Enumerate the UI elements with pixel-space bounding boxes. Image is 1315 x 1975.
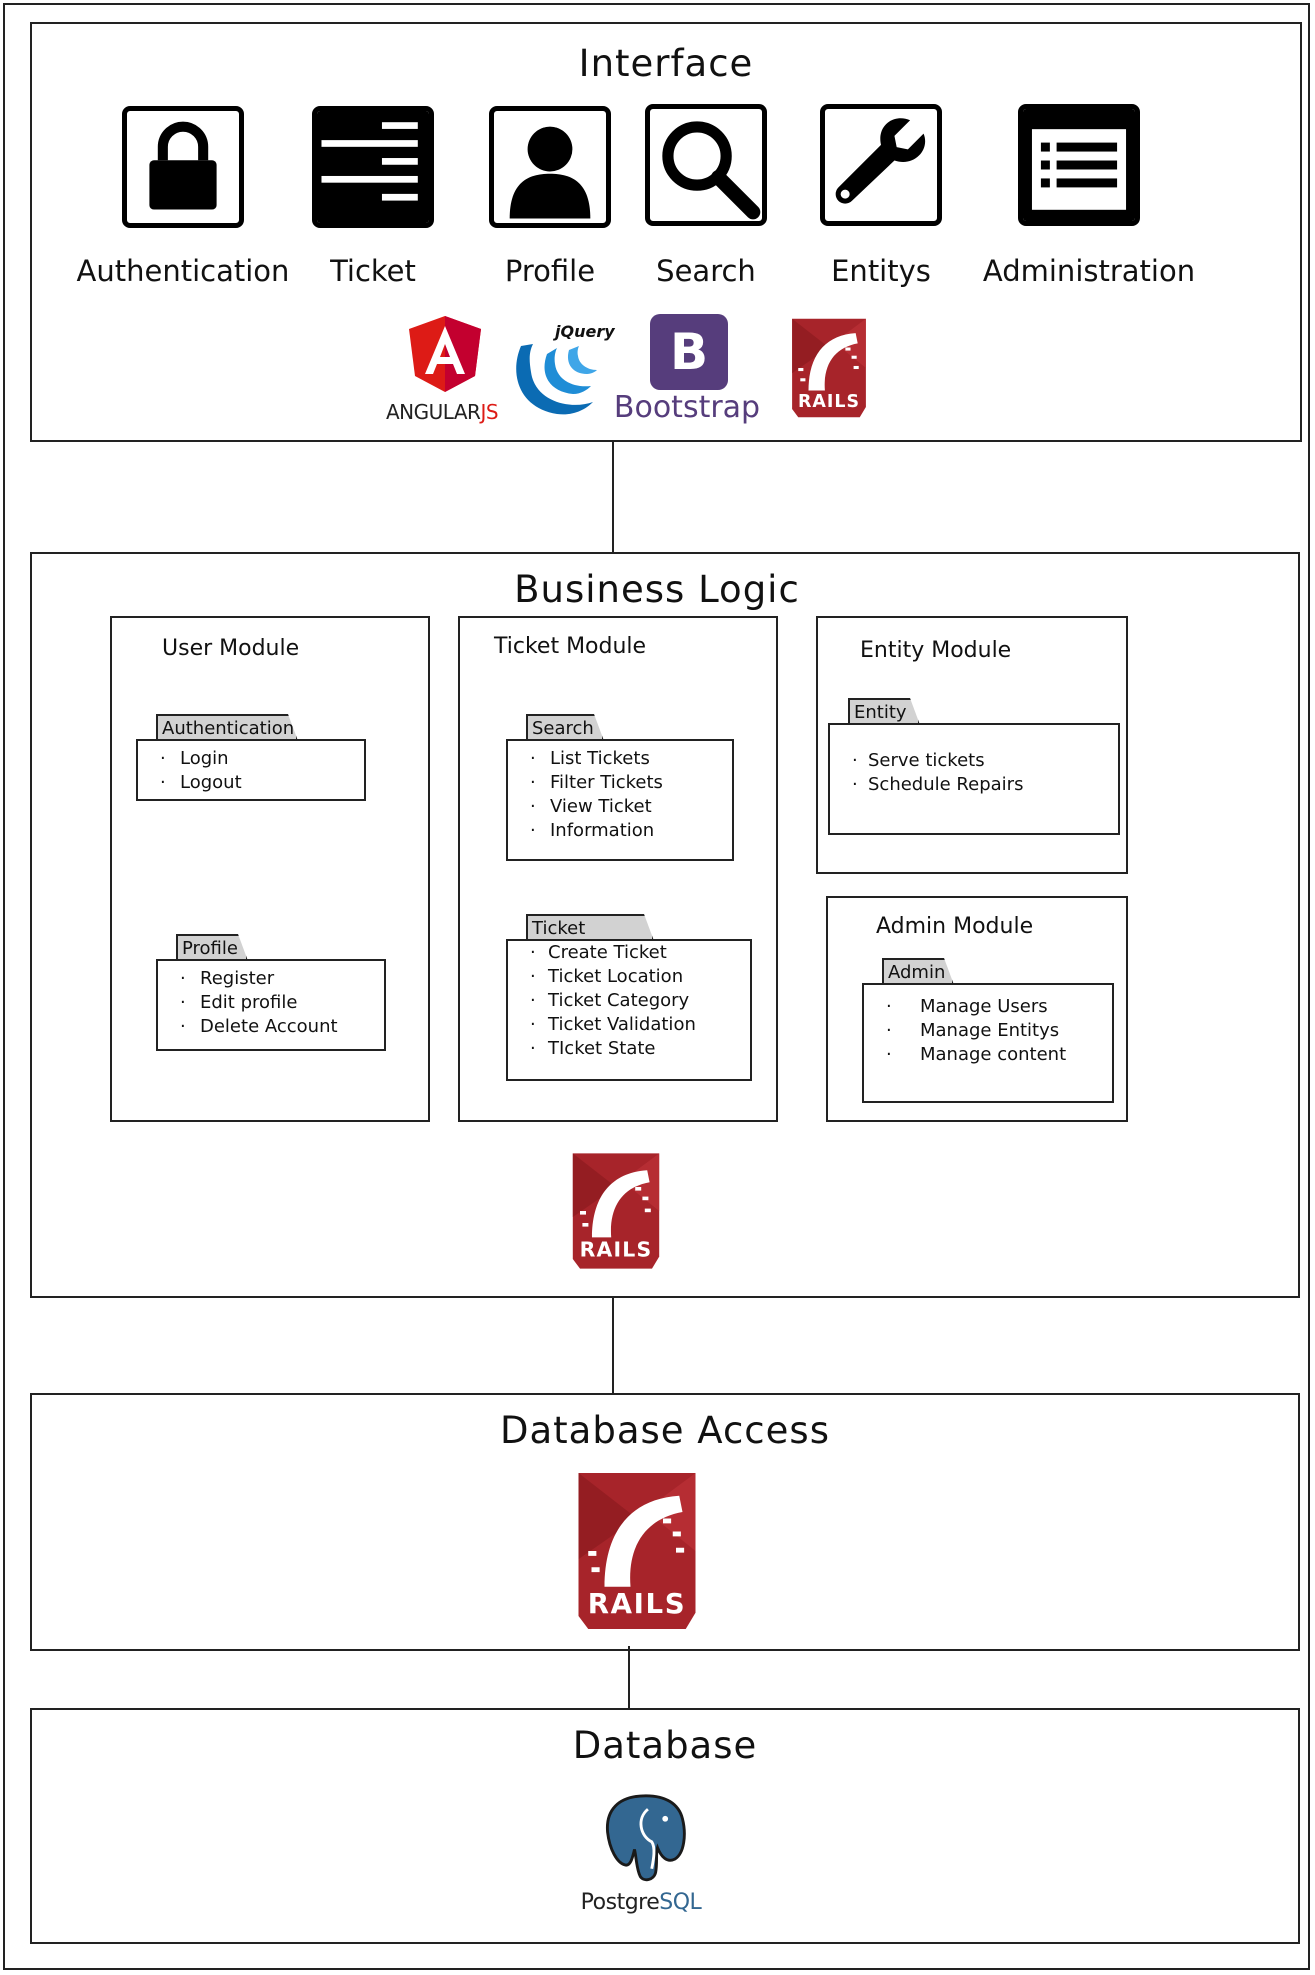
package-item: Serve tickets [830, 749, 1118, 773]
admin-module-title: Admin Module [876, 914, 1034, 939]
package-tab-authentication: Authentication [156, 714, 298, 741]
package-item: Login [138, 747, 364, 771]
connector-business-access [612, 1298, 614, 1394]
package-item: Ticket Location [508, 965, 750, 989]
business-logic-layer-title: Business Logic [514, 568, 800, 611]
ticket-list-icon [312, 106, 434, 228]
entity-module-title: Entity Module [860, 638, 1012, 663]
user-module-title: User Module [162, 636, 300, 661]
package-item: Create Ticket [508, 941, 750, 965]
component-label-ticket: Ticket [330, 254, 416, 288]
rails-logo [572, 1469, 702, 1633]
package-tab-search: Search [526, 714, 604, 741]
package-item: Delete Account [158, 1015, 384, 1039]
jquery-logo-name: jQuery [555, 322, 615, 341]
admin-list-icon [1018, 104, 1140, 226]
package-item: Ticket Category [508, 989, 750, 1013]
package-item: View Ticket [508, 795, 732, 819]
jquery-logo: jQuery [507, 322, 615, 422]
component-label-search: Search [656, 254, 756, 288]
package-item: Manage Entitys [864, 1019, 1112, 1043]
postgresql-logo: PostgreSQL [566, 1790, 716, 1930]
package-authentication: Login Logout [136, 739, 366, 801]
database-access-layer-title: Database Access [500, 1409, 830, 1452]
package-ticket: Create Ticket Ticket Location Ticket Cat… [506, 939, 752, 1081]
user-icon [489, 106, 611, 228]
postgresql-logo-name: Postgre [580, 1890, 660, 1915]
package-item: Ticket Validation [508, 1013, 750, 1037]
package-tab-ticket: Ticket [526, 914, 654, 941]
bootstrap-logo: B Bootstrap [612, 314, 762, 425]
magnifier-icon [645, 104, 767, 226]
package-profile: Register Edit profile Delete Account [156, 959, 386, 1051]
connector-interface-business [612, 442, 614, 553]
package-item: Filter Tickets [508, 771, 732, 795]
interface-layer-title: Interface [578, 42, 754, 85]
component-label-administration: Administration [982, 254, 1196, 288]
angularjs-logo: ANGULARJS [372, 314, 512, 424]
bootstrap-logo-name: Bootstrap [613, 390, 761, 425]
rails-logo [568, 1150, 664, 1272]
component-label-authentication: Authentication [76, 254, 290, 288]
database-access-layer: Database Access [30, 1393, 1300, 1651]
database-layer: Database PostgreSQL [30, 1708, 1300, 1944]
package-item: Logout [138, 771, 364, 795]
package-item: Information [508, 819, 732, 843]
package-tab-admin: Admin [882, 958, 954, 985]
interface-layer: Interface Authentication Ticket Profile … [30, 22, 1302, 442]
user-module: User Module Authentication Login Logout … [110, 616, 430, 1122]
diagram-frame [3, 3, 1310, 1970]
angularjs-logo-name: ANGULAR [385, 400, 481, 424]
business-logic-layer: Business Logic User Module Authenticatio… [30, 552, 1300, 1298]
admin-module: Admin Module Admin Manage Users Manage E… [826, 896, 1128, 1122]
rails-logo [788, 314, 870, 422]
connector-access-database [628, 1646, 630, 1708]
package-item: Manage content [864, 1043, 1112, 1067]
entity-module: Entity Module Entity Serve tickets Sched… [816, 616, 1128, 874]
package-item: List Tickets [508, 747, 732, 771]
wrench-icon [820, 104, 942, 226]
package-item: Edit profile [158, 991, 384, 1015]
package-admin: Manage Users Manage Entitys Manage conte… [862, 983, 1114, 1103]
database-layer-title: Database [572, 1724, 758, 1767]
package-search: List Tickets Filter Tickets View Ticket … [506, 739, 734, 861]
package-item: TIcket State [508, 1037, 750, 1061]
ticket-module-title: Ticket Module [494, 634, 647, 659]
bootstrap-logo-letter: B [669, 323, 709, 381]
package-item: Manage Users [864, 995, 1112, 1019]
component-label-profile: Profile [504, 254, 596, 288]
package-entity: Serve tickets Schedule Repairs [828, 723, 1120, 835]
package-item: Register [158, 967, 384, 991]
component-label-entitys: Entitys [831, 254, 931, 288]
ticket-module: Ticket Module Search List Tickets Filter… [458, 616, 778, 1122]
package-tab-entity: Entity [848, 698, 920, 725]
angularjs-logo-suffix: JS [480, 400, 499, 424]
postgresql-logo-suffix: SQL [659, 1890, 702, 1915]
package-tab-profile: Profile [176, 934, 248, 961]
lock-icon [122, 106, 244, 228]
package-item: Schedule Repairs [830, 773, 1118, 797]
